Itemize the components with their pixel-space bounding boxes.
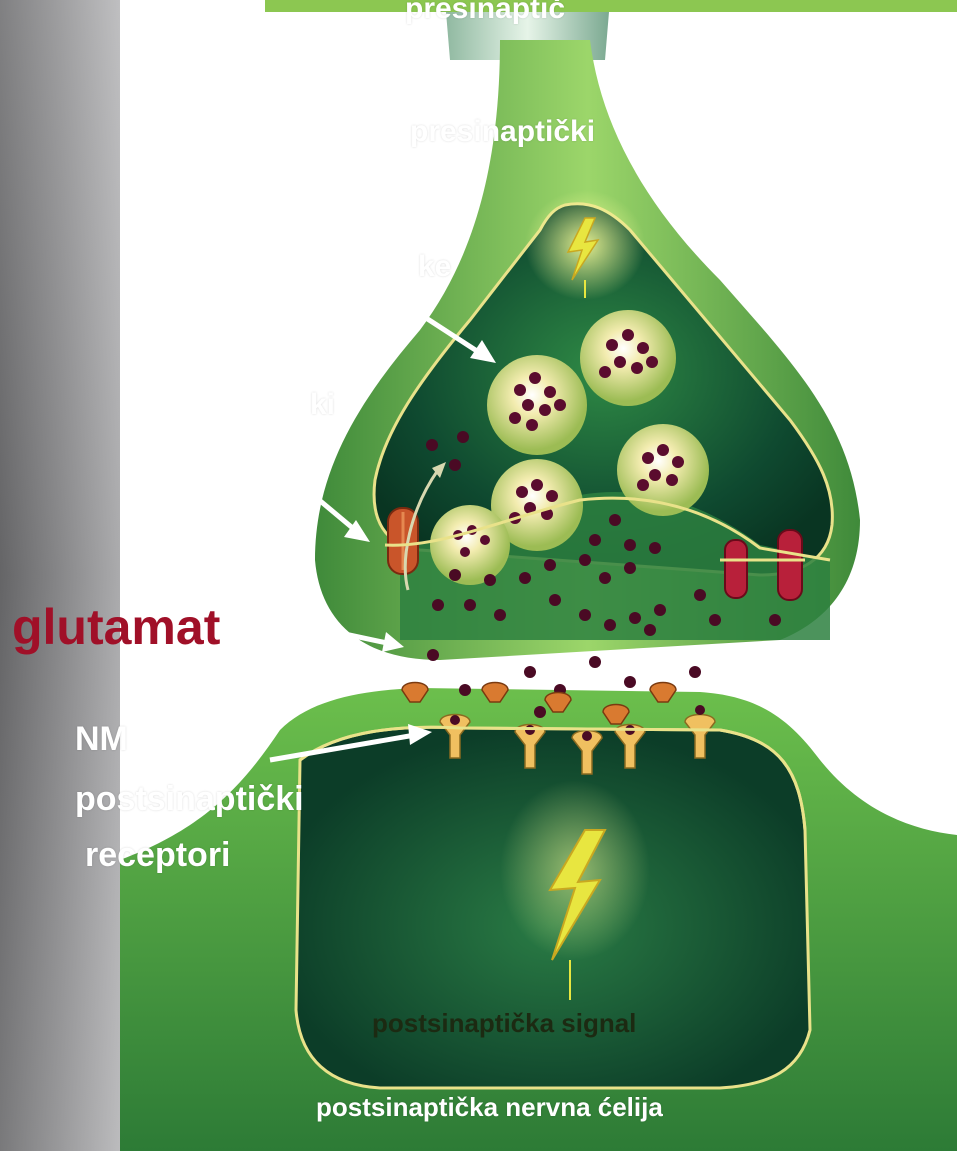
postsynaptic-cell-label: postsinaptička nervna ćelija xyxy=(316,1092,663,1123)
header-bar xyxy=(265,0,957,12)
glutamate-label: glutamat xyxy=(12,598,220,656)
postsynaptic-signal-label: postsinaptička signal xyxy=(372,1008,636,1039)
vesicle-icon xyxy=(430,505,510,585)
nmda-label-line3: receptori xyxy=(85,836,231,875)
nmda-label-line2: postsinaptički xyxy=(75,780,304,819)
transporter-label: ki xyxy=(310,388,335,422)
presynaptic-neuron-label: presinaptički xyxy=(410,115,595,149)
presynaptic-top-label: presinaptič xyxy=(405,0,565,26)
vesicle-icon xyxy=(580,310,676,406)
nmda-label-line1: NM xyxy=(75,720,128,759)
vesicle-icon xyxy=(487,355,587,455)
vesicles-label: ke xyxy=(418,250,451,284)
